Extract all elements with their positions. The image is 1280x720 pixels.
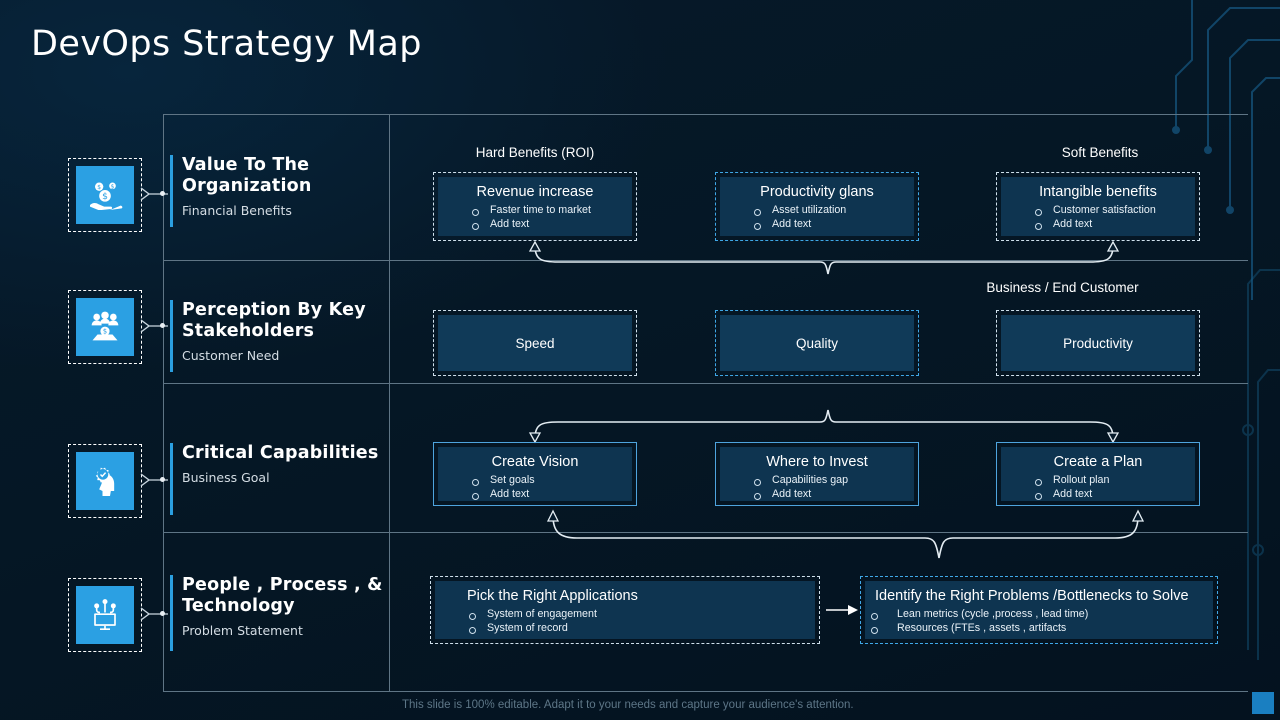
bullet-item: Add text [434, 488, 636, 502]
connector-dot-2 [160, 323, 165, 328]
svg-text:$: $ [97, 185, 101, 191]
card-bullets: Asset utilization Add text [716, 204, 918, 231]
row-subtitle: Customer Need [182, 348, 280, 363]
connector-dot-3 [160, 477, 165, 482]
card-title: Where to Invest [766, 454, 868, 470]
flow-arrow-applications-to-problems [826, 605, 858, 615]
card-bullets: Faster time to market Add text [434, 204, 636, 231]
bullet-item: Rollout plan [997, 474, 1199, 488]
grid-line-2 [163, 383, 1248, 384]
grid-line-1 [163, 260, 1248, 261]
bullet-item: Resources (FTEs , assets , artifacts [861, 622, 1217, 636]
card-identify-the-right-problems[interactable]: Identify the Right Problems /Bottlenecks… [860, 576, 1218, 644]
bullet-item: Asset utilization [716, 204, 918, 218]
bullet-item: Add text [716, 218, 918, 232]
card-title: Create Vision [491, 454, 579, 470]
column-heading-business-end-customer: Business / End Customer [986, 280, 1139, 295]
card-productivity[interactable]: Productivity [996, 310, 1200, 376]
flow-arrow-row4-to-row3 [546, 509, 1145, 559]
bullet-item: Set goals [434, 474, 636, 488]
card-title: Create a Plan [1053, 454, 1143, 470]
bullet-item: Customer satisfaction [997, 204, 1199, 218]
card-speed[interactable]: Speed [433, 310, 637, 376]
connector-dot-1 [160, 191, 165, 196]
card-title: Identify the Right Problems /Bottlenecks… [875, 588, 1189, 604]
card-bullets: System of engagement System of record [431, 608, 819, 635]
card-title: Productivity glans [760, 184, 874, 200]
bullet-item: System of engagement [431, 608, 819, 622]
row-subtitle: Problem Statement [182, 623, 303, 638]
row-icon-tile-people-process-technology[interactable] [68, 578, 142, 652]
page-title: DevOps Strategy Map [31, 24, 422, 64]
row-label-value-to-the-organization: Value To The Organization Financial Bene… [170, 155, 396, 227]
grid-line-left [163, 114, 164, 692]
circuit-decoration-2-icon [1242, 269, 1280, 660]
flow-arrow-row2-to-row1 [528, 240, 1120, 275]
row-title: People , Process , & Technology [182, 575, 383, 616]
card-bullets: Set goals Add text [434, 474, 636, 501]
card-title: Speed [515, 335, 555, 351]
bullet-item: Faster time to market [434, 204, 636, 218]
column-heading-soft-benefits: Soft Benefits [1061, 145, 1139, 160]
grid-line-3 [163, 532, 1248, 533]
bullet-item: Capabilities gap [716, 474, 918, 488]
card-title: Pick the Right Applications [467, 588, 638, 604]
row-label-people-process-technology: People , Process , & Technology Problem … [170, 575, 396, 651]
row-title: Critical Capabilities [182, 443, 379, 463]
bullet-item: Add text [716, 488, 918, 502]
card-where-to-invest[interactable]: Where to Invest Capabilities gap Add tex… [715, 442, 919, 506]
row-label-perception-by-key-stakeholders: Perception By Key Stakeholders Customer … [170, 300, 396, 372]
svg-text:$: $ [103, 328, 107, 336]
row-label-critical-capabilities: Critical Capabilities Business Goal [170, 443, 396, 515]
card-quality[interactable]: Quality [715, 310, 919, 376]
grid-line-bottom [163, 691, 1248, 692]
card-productivity-glans[interactable]: Productivity glans Asset utilization Add… [715, 172, 919, 241]
row-icon-tile-critical-capabilities[interactable] [68, 444, 142, 518]
bullet-item: Add text [997, 218, 1199, 232]
footer-note: This slide is 100% editable. Adapt it to… [402, 699, 854, 711]
card-bullets: Rollout plan Add text [997, 474, 1199, 501]
connector-dot-4 [160, 611, 165, 616]
row-icon-tile-perception-by-key-stakeholders[interactable]: $ [68, 290, 142, 364]
svg-text:$: $ [102, 191, 108, 202]
card-title: Revenue increase [476, 184, 594, 200]
bullet-item: Add text [997, 488, 1199, 502]
card-bullets: Capabilities gap Add text [716, 474, 918, 501]
bullet-item: Add text [434, 218, 636, 232]
grid-line-divider [389, 114, 390, 692]
flow-arrow-row3-to-row2 [528, 409, 1120, 444]
row-subtitle: Financial Benefits [182, 203, 292, 218]
column-heading-hard-benefits: Hard Benefits (ROI) [475, 145, 595, 160]
card-create-a-plan[interactable]: Create a Plan Rollout plan Add text [996, 442, 1200, 506]
row-title: Perception By Key Stakeholders [182, 300, 366, 341]
card-title: Intangible benefits [1039, 184, 1157, 200]
row-subtitle: Business Goal [182, 470, 270, 485]
stakeholders-icon: $ [91, 311, 119, 341]
grid-line-top [163, 114, 1248, 115]
money-hand-icon: $$$ [90, 182, 123, 210]
card-intangible-benefits[interactable]: Intangible benefits Customer satisfactio… [996, 172, 1200, 241]
card-title: Productivity [1063, 335, 1133, 351]
monitor-network-icon [94, 599, 116, 630]
row-title: Value To The Organization [182, 155, 312, 196]
card-bullets: Customer satisfaction Add text [997, 204, 1199, 231]
bullet-item: System of record [431, 622, 819, 636]
svg-text:$: $ [111, 184, 115, 190]
bullet-item: Lean metrics (cycle ,process , lead time… [861, 608, 1217, 622]
card-create-vision[interactable]: Create Vision Set goals Add text [433, 442, 637, 506]
strategy-map-grid [163, 114, 1248, 692]
corner-accent [1252, 692, 1274, 714]
row-icon-tile-value-to-the-organization[interactable]: $$$ [68, 158, 142, 232]
card-revenue-increase[interactable]: Revenue increase Faster time to market A… [433, 172, 637, 241]
card-pick-the-right-applications[interactable]: Pick the Right Applications System of en… [430, 576, 820, 644]
card-bullets: Lean metrics (cycle ,process , lead time… [861, 608, 1217, 635]
gear-head-icon [95, 467, 115, 496]
circuit-decoration-icon [1172, 0, 1280, 300]
card-title: Quality [795, 335, 839, 351]
